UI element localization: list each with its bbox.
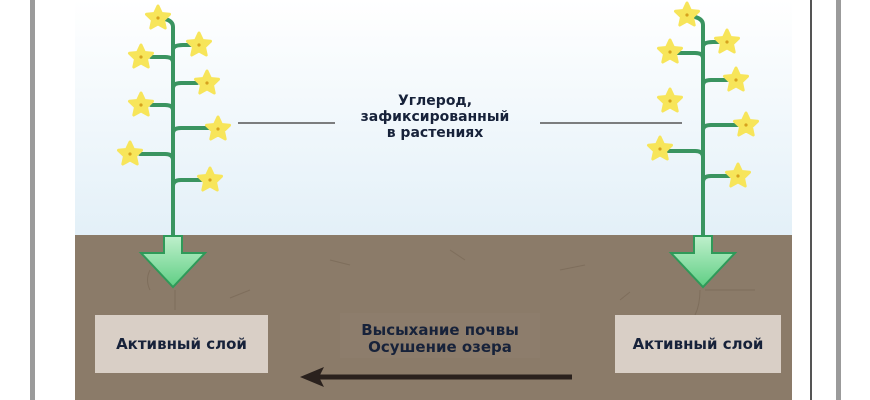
carbon-label: Углерод, зафиксированный в растениях [330,93,540,141]
active-layer-label-right: Активный слой [615,315,781,373]
carbon-label-line-3: в растениях [386,125,484,141]
frame-right-outer-border [836,0,841,400]
active-layer-label-left: Активный слой [95,315,268,373]
process-label-bg [340,313,540,358]
process-label-line-1: Высыхание почвы [361,321,519,339]
frame-left-border [30,0,35,400]
carbon-label-line-2: зафиксированный [360,109,510,125]
arrow-left-icon [300,367,324,387]
frame-right-border [810,0,812,400]
plant-left [138,17,211,237]
carbon-label-line-1: Углерод, [397,93,473,109]
carbon-arrow-down-right-icon [668,235,738,289]
process-label: Высыхание почвы Осушение озера [330,322,550,356]
soil-cracks [147,249,755,316]
carbon-arrow-down-left-icon [138,235,208,289]
plant-right [663,15,741,237]
process-label-line-2: Осушение озера [368,338,512,356]
